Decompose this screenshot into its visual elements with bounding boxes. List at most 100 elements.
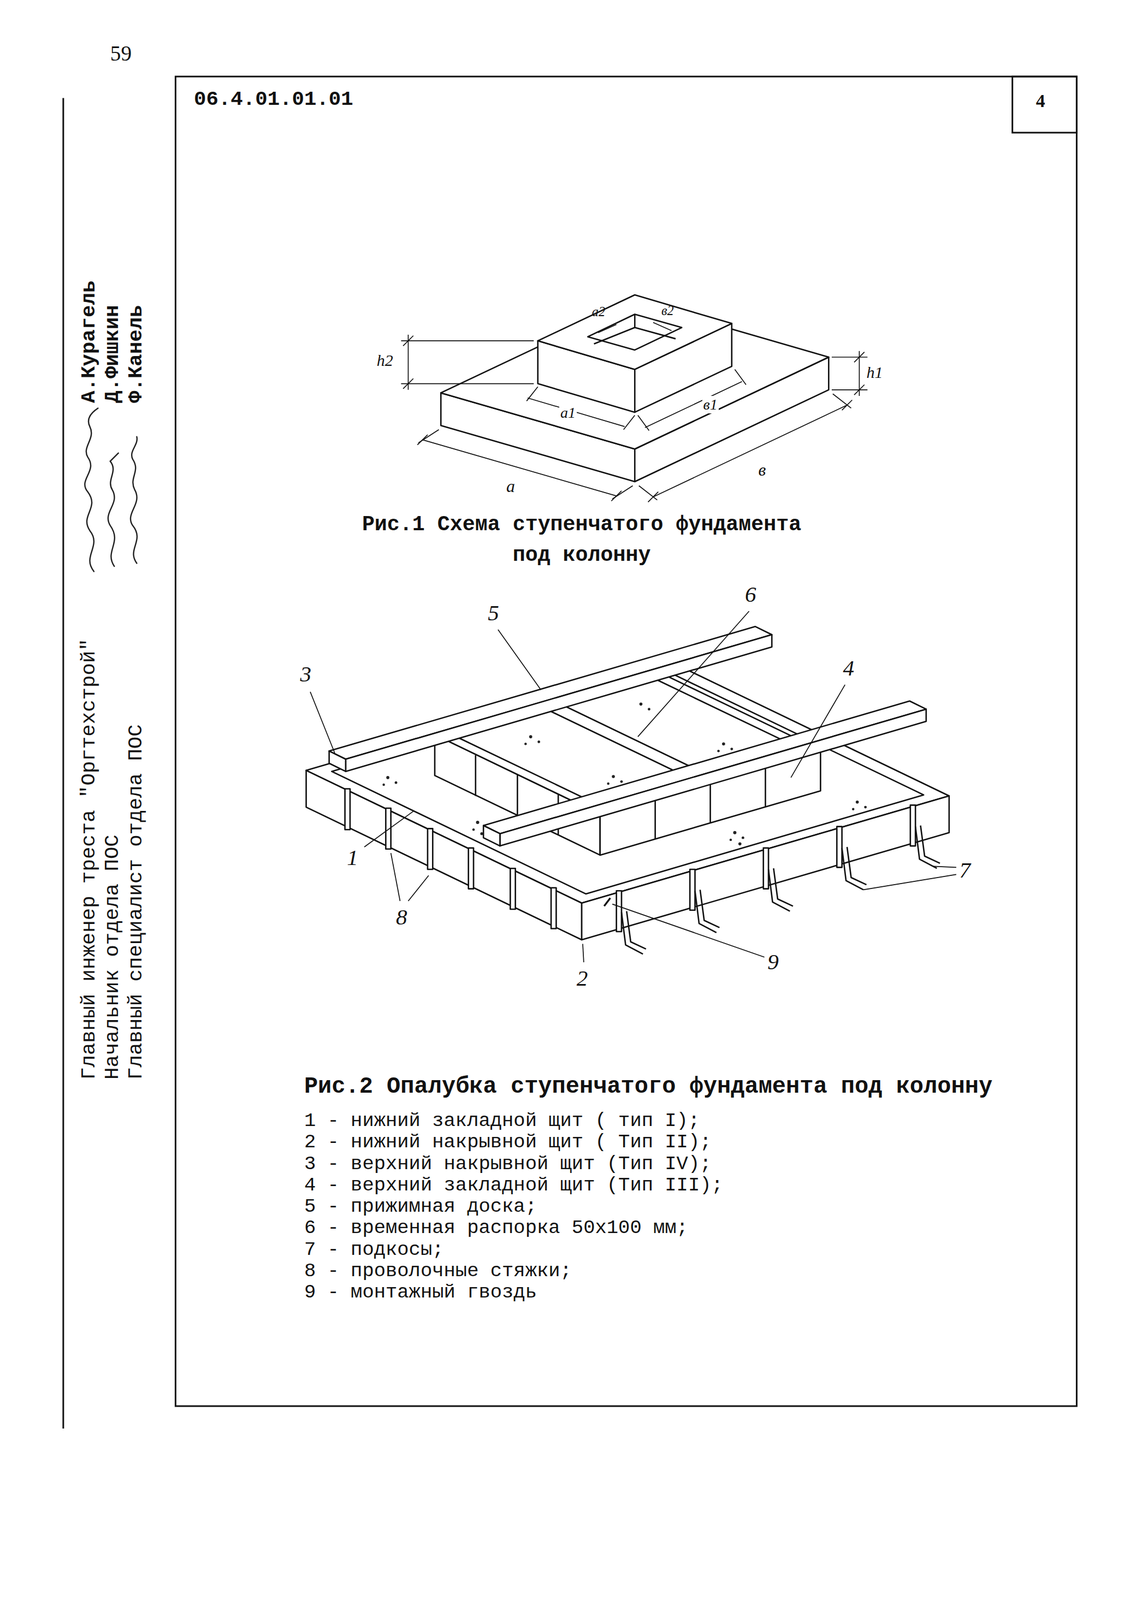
callout-number: 8	[395, 904, 408, 931]
leader-line	[932, 866, 957, 868]
dimension-lines	[400, 322, 868, 502]
leader-line	[310, 611, 957, 963]
leader-line	[364, 811, 414, 848]
signature	[108, 453, 119, 567]
foundation-sketch	[634, 314, 636, 328]
concrete-dots	[611, 774, 615, 779]
concrete-dots	[732, 831, 737, 835]
signature	[84, 407, 138, 572]
shield-ribs	[516, 774, 519, 816]
shield-ribs	[764, 766, 767, 808]
concrete-dots	[855, 800, 860, 804]
concrete-dots	[864, 806, 867, 809]
pressing-board	[345, 634, 772, 772]
dimension-lines	[527, 398, 625, 427]
page-frame	[175, 76, 1077, 1407]
dimension-label: a	[505, 476, 517, 497]
callout-number: 1	[346, 844, 359, 871]
dimension-lines	[623, 415, 636, 430]
foundation-sketch	[594, 327, 676, 345]
dimension-lines	[653, 405, 848, 497]
tie-battens	[427, 828, 433, 870]
dimension-lines	[598, 324, 617, 333]
legend-item: 6 - временная распорка 50х100 мм;	[304, 1217, 689, 1240]
tie-battens	[910, 805, 916, 846]
legend-item: 9 - монтажный гвоздь	[304, 1281, 537, 1305]
page-frame	[62, 97, 64, 1429]
brace	[621, 825, 940, 955]
signature	[130, 436, 138, 564]
brace	[920, 825, 941, 864]
brace	[915, 826, 937, 869]
concrete-dots	[722, 742, 726, 746]
brace	[842, 848, 864, 891]
callout-number: 2	[576, 965, 589, 992]
dimension-lines	[422, 439, 617, 496]
concrete-dots	[738, 842, 742, 846]
concrete-dots	[741, 836, 745, 840]
pressing-board	[329, 750, 346, 772]
approval-line: Главный инженер треста "Оргтехстрой"	[77, 638, 102, 1080]
brace	[626, 911, 647, 950]
pressing-board	[483, 701, 927, 834]
callout-number: 6	[744, 581, 757, 608]
callout-number: 3	[299, 661, 312, 688]
leader-line	[582, 943, 584, 963]
leader-line	[637, 611, 750, 737]
dimension-label: h2	[375, 351, 395, 370]
concrete-dots	[480, 832, 483, 836]
formwork-sketch	[306, 626, 950, 955]
tie-battens	[468, 848, 474, 890]
leader-line	[498, 629, 541, 690]
brace	[847, 847, 867, 885]
leader-line	[391, 853, 401, 902]
callout-number: 7	[959, 857, 972, 884]
leader-line	[612, 904, 765, 958]
dimension-lines	[831, 356, 868, 358]
brace	[768, 869, 790, 912]
leader-line	[790, 684, 845, 778]
concrete-dots	[851, 808, 855, 811]
dimension-lines	[637, 415, 650, 431]
dimension-lines	[831, 389, 868, 391]
legend-item: 8 - проволочные стяжки;	[304, 1260, 572, 1283]
shield-ribs	[654, 797, 656, 839]
legend-item: 3 - верхний накрывной щит (Тип IV);	[304, 1153, 712, 1176]
brace	[773, 868, 794, 907]
shield-ribs	[709, 782, 712, 824]
dimension-lines	[645, 381, 743, 428]
foundation-sketch	[440, 294, 829, 482]
approval-line: Начальник отдела ПОС	[101, 834, 125, 1080]
concrete-dots	[529, 735, 533, 739]
concrete-dots	[386, 776, 390, 780]
document-code: 06.4.01.01.01	[193, 87, 354, 112]
dimension-lines	[842, 400, 853, 411]
leader-line	[310, 691, 335, 754]
figure-caption: Рис.2 Опалубка ступенчатого фундамента п…	[304, 1073, 993, 1100]
page-frame	[1012, 76, 1078, 133]
pressing-board	[499, 709, 926, 846]
leader-line	[407, 875, 429, 902]
dimension-lines	[653, 322, 672, 331]
legend-item: 7 - подкосы;	[304, 1239, 445, 1262]
concrete-dots	[606, 782, 609, 785]
concrete-dots	[524, 742, 527, 745]
concrete-dots	[639, 702, 643, 707]
signatory-name: Ф.Канель	[124, 305, 149, 404]
dimension-lines	[854, 384, 865, 395]
dimension-lines	[417, 434, 428, 446]
tie-battens	[763, 848, 769, 890]
legend-item: 1 - нижний закладной щит ( тип I);	[304, 1110, 700, 1133]
dimension-label: в	[757, 460, 768, 481]
figure-caption: Рис.1 Схема ступенчатого фундамента под …	[360, 510, 803, 571]
concrete-dots	[537, 740, 541, 744]
concrete-dots	[620, 780, 624, 784]
page-frame	[63, 76, 1078, 1429]
dimension-lines	[648, 492, 659, 503]
dimension-label: h1	[866, 363, 884, 382]
dimension-label: a1	[559, 404, 577, 422]
dimension-label: в2	[661, 303, 674, 319]
dimension-lines	[854, 352, 865, 363]
